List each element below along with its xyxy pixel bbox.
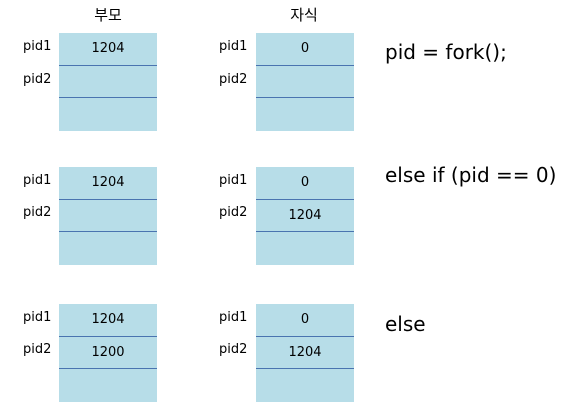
child-pid1-value: 0 bbox=[300, 312, 310, 327]
separator bbox=[256, 97, 354, 98]
separator bbox=[59, 336, 157, 337]
child-memory-box: 0 1204 bbox=[256, 304, 354, 402]
label-pid2: pid2 bbox=[23, 72, 52, 87]
code-line: else bbox=[385, 312, 426, 336]
label-pid1: pid1 bbox=[219, 173, 248, 188]
parent-pid2-value bbox=[59, 200, 157, 232]
label-pid2: pid2 bbox=[219, 342, 248, 357]
parent-pid2-value bbox=[59, 66, 157, 98]
separator bbox=[256, 231, 354, 232]
code-line: pid = fork(); bbox=[385, 40, 507, 64]
separator bbox=[59, 199, 157, 200]
child-pid2-value bbox=[256, 66, 354, 98]
parent-pid1-value: 1204 bbox=[91, 312, 125, 327]
separator bbox=[256, 336, 354, 337]
parent-memory-box: 1204 1200 bbox=[59, 304, 157, 402]
parent-memory-box: 1204 bbox=[59, 167, 157, 265]
child-memory-box: 0 bbox=[256, 33, 354, 131]
child-pid1-value: 0 bbox=[300, 41, 310, 56]
child-memory-box: 0 1204 bbox=[256, 167, 354, 265]
header-child: 자식 bbox=[290, 6, 318, 24]
label-pid2: pid2 bbox=[23, 205, 52, 220]
label-pid1: pid1 bbox=[219, 310, 248, 325]
separator bbox=[256, 368, 354, 369]
separator bbox=[59, 368, 157, 369]
parent-pid1-value: 1204 bbox=[91, 41, 125, 56]
label-pid1: pid1 bbox=[23, 310, 52, 325]
parent-memory-box: 1204 bbox=[59, 33, 157, 131]
separator bbox=[256, 199, 354, 200]
label-pid1: pid1 bbox=[23, 173, 52, 188]
parent-pid1-value: 1204 bbox=[91, 175, 125, 190]
label-pid2: pid2 bbox=[219, 72, 248, 87]
label-pid1: pid1 bbox=[23, 39, 52, 54]
code-line: else if (pid == 0) bbox=[385, 163, 557, 187]
separator bbox=[59, 65, 157, 66]
parent-pid2-value: 1200 bbox=[91, 345, 125, 360]
separator bbox=[256, 65, 354, 66]
label-pid2: pid2 bbox=[219, 205, 248, 220]
child-pid1-value: 0 bbox=[300, 175, 310, 190]
child-pid2-value: 1204 bbox=[288, 208, 322, 223]
header-parent: 부모 bbox=[94, 6, 122, 24]
separator bbox=[59, 231, 157, 232]
label-pid2: pid2 bbox=[23, 342, 52, 357]
child-pid2-value: 1204 bbox=[288, 345, 322, 360]
label-pid1: pid1 bbox=[219, 39, 248, 54]
separator bbox=[59, 97, 157, 98]
